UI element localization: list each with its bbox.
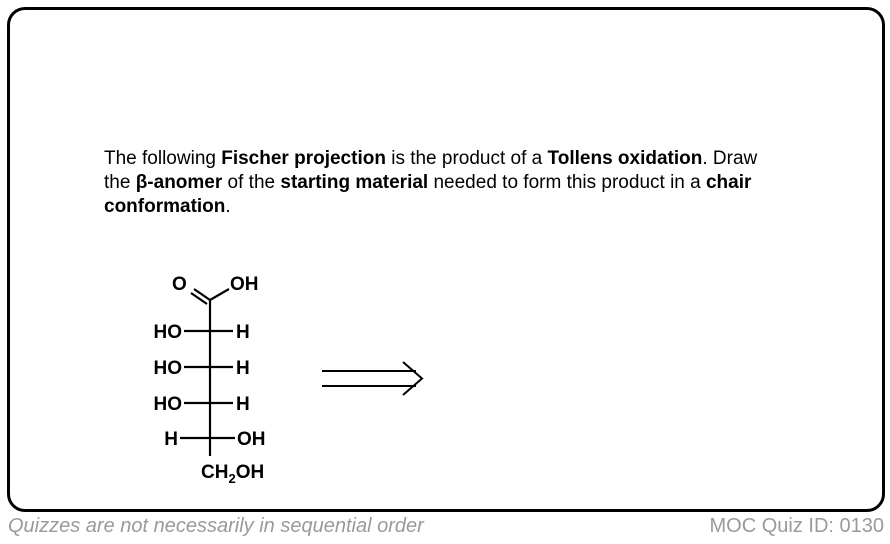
- quiz-card: [7, 7, 885, 512]
- question-term: chair conformation: [104, 172, 752, 217]
- question-segment: is the product of a: [385, 148, 548, 169]
- retrosynthesis-arrow-icon: [322, 361, 424, 396]
- question-segment: .: [225, 196, 231, 217]
- question-term: starting material: [280, 172, 429, 193]
- row-right: OH: [237, 429, 266, 450]
- ch2oh-label: CH2OH: [201, 462, 264, 486]
- carbonyl-bond: [193, 288, 211, 301]
- question-text: The following Fischer projection is the …: [104, 147, 784, 219]
- row-right: H: [236, 322, 250, 343]
- question-term: β-anomer: [135, 172, 223, 193]
- carbonyl-bond: [190, 292, 208, 305]
- acid-hydroxyl: OH: [230, 274, 259, 295]
- question-segment: of the: [222, 172, 281, 193]
- question-segment: . Draw the: [104, 148, 758, 193]
- row-right: H: [236, 358, 250, 379]
- row-right: H: [236, 394, 250, 415]
- row-left: HO: [154, 358, 183, 379]
- oh-bond: [209, 288, 230, 301]
- row-left: HO: [154, 322, 183, 343]
- question-segment: needed to form this product in a: [428, 172, 706, 193]
- quiz-id: MOC Quiz ID: 0130: [709, 515, 884, 537]
- footer-disclaimer: Quizzes are not necessarily in sequentia…: [8, 515, 424, 537]
- row-left: HO: [154, 394, 183, 415]
- question-term: Tollens oxidation: [547, 148, 703, 169]
- question-term: Fischer projection: [221, 148, 386, 169]
- question-segment: The following: [104, 148, 222, 169]
- carbonyl-oxygen: O: [172, 274, 187, 295]
- row-left: H: [164, 429, 178, 450]
